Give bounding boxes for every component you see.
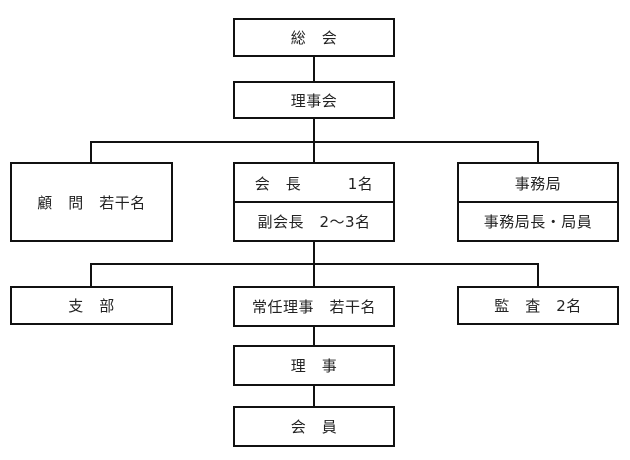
- secretariat-label: 事務局: [514, 174, 562, 193]
- advisors-box: 顧 問 若干名: [10, 162, 173, 242]
- general-assembly-label: 総 会: [290, 29, 338, 47]
- branches-label: 支 部: [68, 297, 115, 315]
- board-box: 理事会: [233, 81, 395, 119]
- directors-label: 理 事: [290, 357, 338, 375]
- secretariat-divider: [459, 201, 617, 203]
- vice-president-label: 副会長 2～3名: [257, 212, 371, 231]
- advisors-label: 顧 問 若干名: [37, 193, 146, 212]
- president-label: 会 長 1名: [254, 174, 374, 193]
- members-label: 会 員: [290, 418, 338, 436]
- general-assembly-box: 総 会: [233, 18, 395, 57]
- members-box: 会 員: [233, 406, 395, 447]
- president-divider: [235, 201, 393, 203]
- branches-box: 支 部: [10, 286, 173, 325]
- standing-directors-label: 常任理事 若干名: [251, 298, 376, 316]
- president-box: 会 長 1名 副会長 2～3名: [233, 162, 395, 242]
- board-label: 理事会: [290, 91, 338, 110]
- auditors-label: 監 査 2名: [494, 297, 582, 315]
- secretariat-staff-label: 事務局長・局員: [483, 212, 593, 231]
- directors-box: 理 事: [233, 345, 395, 386]
- standing-directors-box: 常任理事 若干名: [233, 286, 395, 327]
- secretariat-box: 事務局 事務局長・局員: [457, 162, 619, 242]
- auditors-box: 監 査 2名: [457, 286, 619, 325]
